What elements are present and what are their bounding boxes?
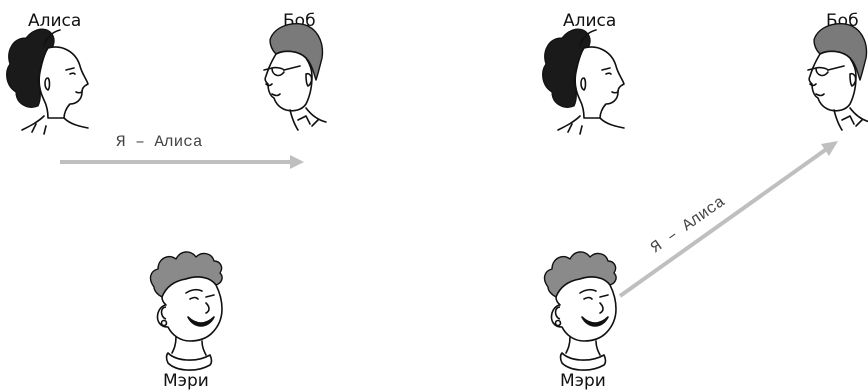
mary-head-icon	[545, 252, 617, 370]
mary-name-label: Мэри	[560, 371, 606, 390]
message-label: Я – Алиса	[116, 133, 203, 151]
alice-name-label: Алиса	[28, 11, 81, 31]
left-panel: Алиса Боб Мэри Я – Алиса	[7, 11, 326, 390]
mary-name-label: Мэри	[163, 371, 209, 390]
message-arrow	[60, 155, 304, 169]
right-panel: Алиса Боб Мэри Я – Алиса	[543, 11, 868, 390]
mary-head-icon	[151, 252, 223, 370]
alice-name-label: Алиса	[563, 11, 616, 31]
bob-head-icon	[264, 24, 326, 130]
bob-head-icon	[808, 24, 868, 130]
alice-head-icon	[7, 29, 88, 134]
spoofed-message-arrow	[620, 141, 838, 296]
alice-head-icon	[543, 29, 624, 134]
